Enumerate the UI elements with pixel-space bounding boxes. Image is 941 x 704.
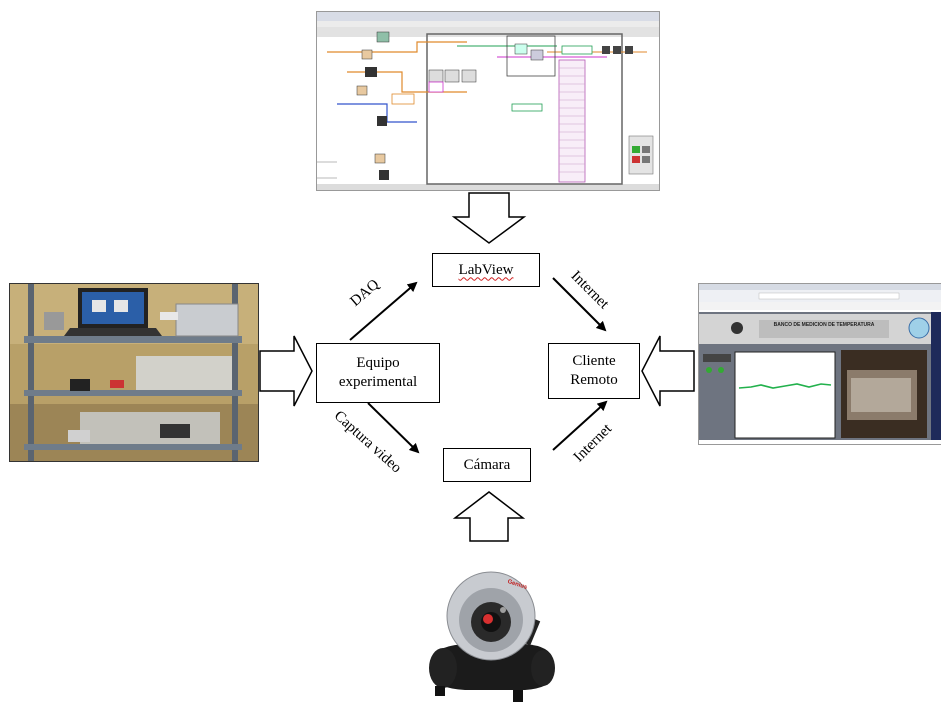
labview-block-diagram-screenshot bbox=[316, 11, 660, 191]
block-arrow-up-icon bbox=[452, 491, 526, 542]
arrow-captura bbox=[367, 402, 420, 454]
experimental-setup-photo bbox=[9, 283, 259, 462]
block-arrow-down-icon bbox=[451, 192, 527, 244]
node-cliente-remoto: Cliente Remoto bbox=[548, 343, 640, 399]
arrow-internet-top bbox=[552, 277, 607, 332]
node-camara-label: Cámara bbox=[463, 456, 511, 473]
node-equipo-line1: Equipo bbox=[356, 355, 400, 372]
node-equipo-experimental: Equipo experimental bbox=[316, 343, 440, 403]
arrow-internet-bottom bbox=[552, 400, 608, 451]
node-labview: LabView bbox=[432, 253, 540, 287]
block-arrow-right-icon bbox=[259, 335, 313, 407]
node-equipo-line2: experimental bbox=[338, 374, 418, 390]
remote-client-screenshot: BANCO DE MEDICION DE TEMPERATURA bbox=[698, 283, 941, 445]
node-cliente-line2: Remoto bbox=[570, 372, 618, 388]
node-camara: Cámara bbox=[443, 448, 531, 482]
arrow-daq bbox=[349, 281, 418, 341]
block-arrow-left-icon bbox=[641, 335, 695, 407]
node-labview-label: LabView bbox=[458, 261, 514, 278]
remote-client-title: BANCO DE MEDICION DE TEMPERATURA bbox=[773, 322, 875, 328]
webcam-photo: Genius bbox=[425, 568, 560, 704]
node-cliente-line1: Cliente bbox=[572, 353, 616, 370]
